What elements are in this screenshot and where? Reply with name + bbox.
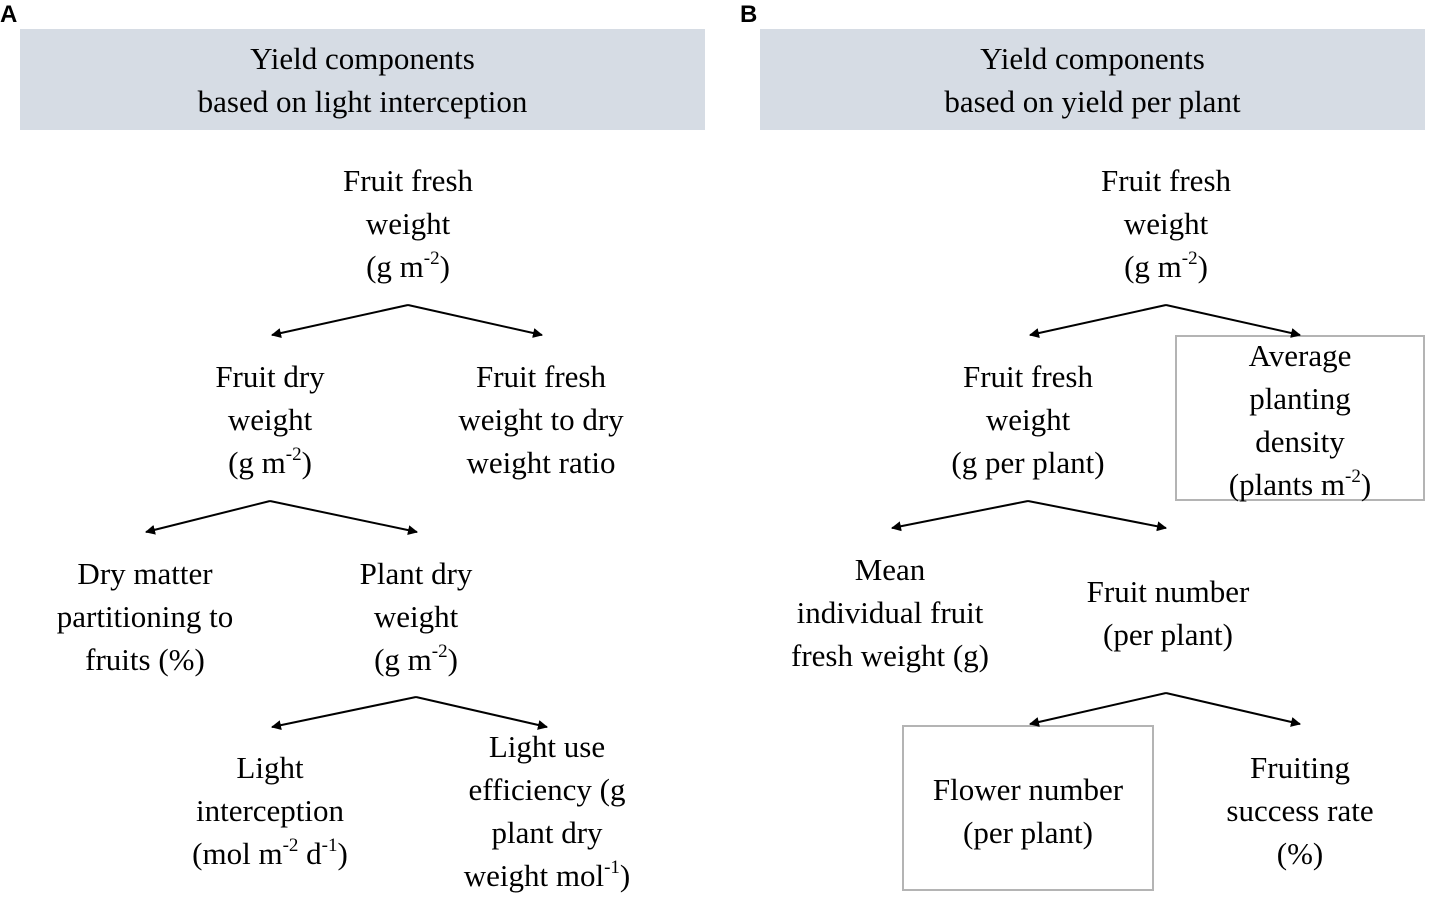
a-dry-line-1: Fruit dry — [215, 359, 325, 394]
a-arrow-plant-left — [271, 696, 417, 731]
b-root-unit: (g m-2) — [1124, 248, 1208, 284]
b-mean-line-3: fresh weight (g) — [791, 638, 989, 673]
panel-b-header-line-2: based on yield per plant — [944, 83, 1241, 119]
b-flower-box — [902, 725, 1154, 891]
b-density-unit: (plants m-2) — [1228, 466, 1372, 502]
a-li-line-1: Light — [236, 750, 304, 785]
a-part-line-1: Dry matter — [77, 556, 213, 591]
b-node-planting-density: Average planting density (plants m-2) — [1229, 334, 1371, 506]
a-node-fruit-fresh-weight: Fruit fresh weight (g m-2) — [343, 159, 473, 288]
panel-a-header-line-2: based on light interception — [197, 83, 528, 119]
a-node-fruit-dry-weight: Fruit dry weight (g m-2) — [215, 355, 324, 484]
a-ratio-line-1: Fruit fresh — [475, 359, 606, 394]
b-fsr-line-1: Fruiting — [1250, 750, 1350, 785]
b-density-line-1: Average — [1248, 338, 1352, 373]
a-plantdry-unit: (g m-2) — [374, 641, 458, 677]
a-part-line-2: partitioning to — [56, 599, 234, 634]
b-arrow-fn-left — [1029, 692, 1167, 727]
b-fn-line-2: (per plant) — [1103, 617, 1233, 652]
b-arrow-root-left — [1029, 304, 1167, 338]
b-arrow-root-right — [1165, 304, 1301, 338]
a-dry-unit: (g m-2) — [228, 444, 312, 480]
b-pp-line-2: weight — [985, 402, 1071, 437]
a-part-line-3: fruits (%) — [85, 642, 205, 677]
panel-a-header: Yield components based on light intercep… — [20, 29, 705, 130]
b-flower-line-1: Flower number — [932, 772, 1124, 807]
b-node-fruit-number: Fruit number (per plant) — [1087, 570, 1250, 656]
b-arrow-pp-left — [891, 500, 1029, 532]
panel-b-header: Yield components based on yield per plan… — [760, 29, 1425, 130]
a-plantdry-line-1: Plant dry — [359, 556, 473, 591]
a-lue-line-1: Light use — [488, 729, 606, 764]
a-plantdry-line-2: weight — [373, 599, 459, 634]
b-pp-line-3: (g per plant) — [951, 445, 1105, 480]
a-arrow-dry-left — [145, 500, 271, 535]
b-flower-line-2: (per plant) — [963, 815, 1093, 850]
a-li-line-2: interception — [195, 793, 345, 828]
a-li-unit: (mol m-2 d-1) — [192, 835, 348, 871]
b-fsr-line-2: success rate — [1226, 793, 1374, 828]
b-fsr-line-3: (%) — [1276, 836, 1324, 871]
b-node-fresh-weight-per-plant: Fruit fresh weight (g per plant) — [951, 355, 1104, 484]
a-ratio-line-2: weight to dry — [458, 402, 624, 437]
panel-a-header-line-1: Yield components — [250, 40, 475, 76]
b-density-line-2: planting — [1249, 381, 1351, 416]
panel-b-header-line-1: Yield components — [980, 40, 1205, 76]
a-lue-line-3: plant dry — [491, 815, 603, 850]
b-pp-line-1: Fruit fresh — [962, 359, 1093, 394]
a-arrow-plant-right — [415, 696, 548, 730]
b-node-flower-number: Flower number (per plant) — [933, 768, 1123, 854]
b-fn-line-1: Fruit number — [1086, 574, 1250, 609]
a-node-light-use-efficiency: Light use efficiency (g plant dry weight… — [464, 725, 631, 897]
a-node-fresh-to-dry-ratio: Fruit fresh weight to dry weight ratio — [458, 355, 623, 484]
b-mean-line-1: Mean — [854, 552, 926, 587]
a-node-plant-dry-weight: Plant dry weight (g m-2) — [360, 552, 473, 681]
b-root-line-1: Fruit fresh — [1100, 163, 1232, 198]
a-ratio-line-3: weight ratio — [466, 445, 616, 480]
a-lue-line-2: efficiency (g — [468, 772, 626, 807]
b-node-fruit-fresh-weight: Fruit fresh weight (g m-2) — [1101, 159, 1231, 288]
a-node-light-interception: Light interception (mol m-2 d-1) — [192, 746, 348, 875]
a-root-line-1: Fruit fresh — [342, 163, 474, 198]
b-node-mean-fruit-weight: Mean individual fruit fresh weight (g) — [791, 548, 989, 677]
b-arrow-fn-right — [1165, 692, 1301, 727]
b-density-line-3: density — [1255, 424, 1345, 459]
b-node-fruiting-success-rate: Fruiting success rate (%) — [1226, 746, 1373, 875]
panel-a-label: A — [0, 1, 18, 28]
a-root-line-2: weight — [365, 206, 451, 241]
b-root-line-2: weight — [1123, 206, 1209, 241]
a-arrow-dry-right — [269, 500, 418, 536]
a-lue-unit: weight mol-1) — [463, 857, 631, 893]
panel-b-label: B — [740, 1, 758, 28]
a-root-unit: (g m-2) — [366, 248, 450, 284]
b-mean-line-2: individual fruit — [796, 595, 984, 630]
a-dry-line-2: weight — [227, 402, 313, 437]
a-arrow-root-right — [407, 304, 543, 338]
a-arrow-root-left — [271, 304, 409, 338]
b-arrow-pp-right — [1027, 500, 1167, 532]
a-node-dry-matter-partitioning: Dry matter partitioning to fruits (%) — [57, 552, 234, 681]
